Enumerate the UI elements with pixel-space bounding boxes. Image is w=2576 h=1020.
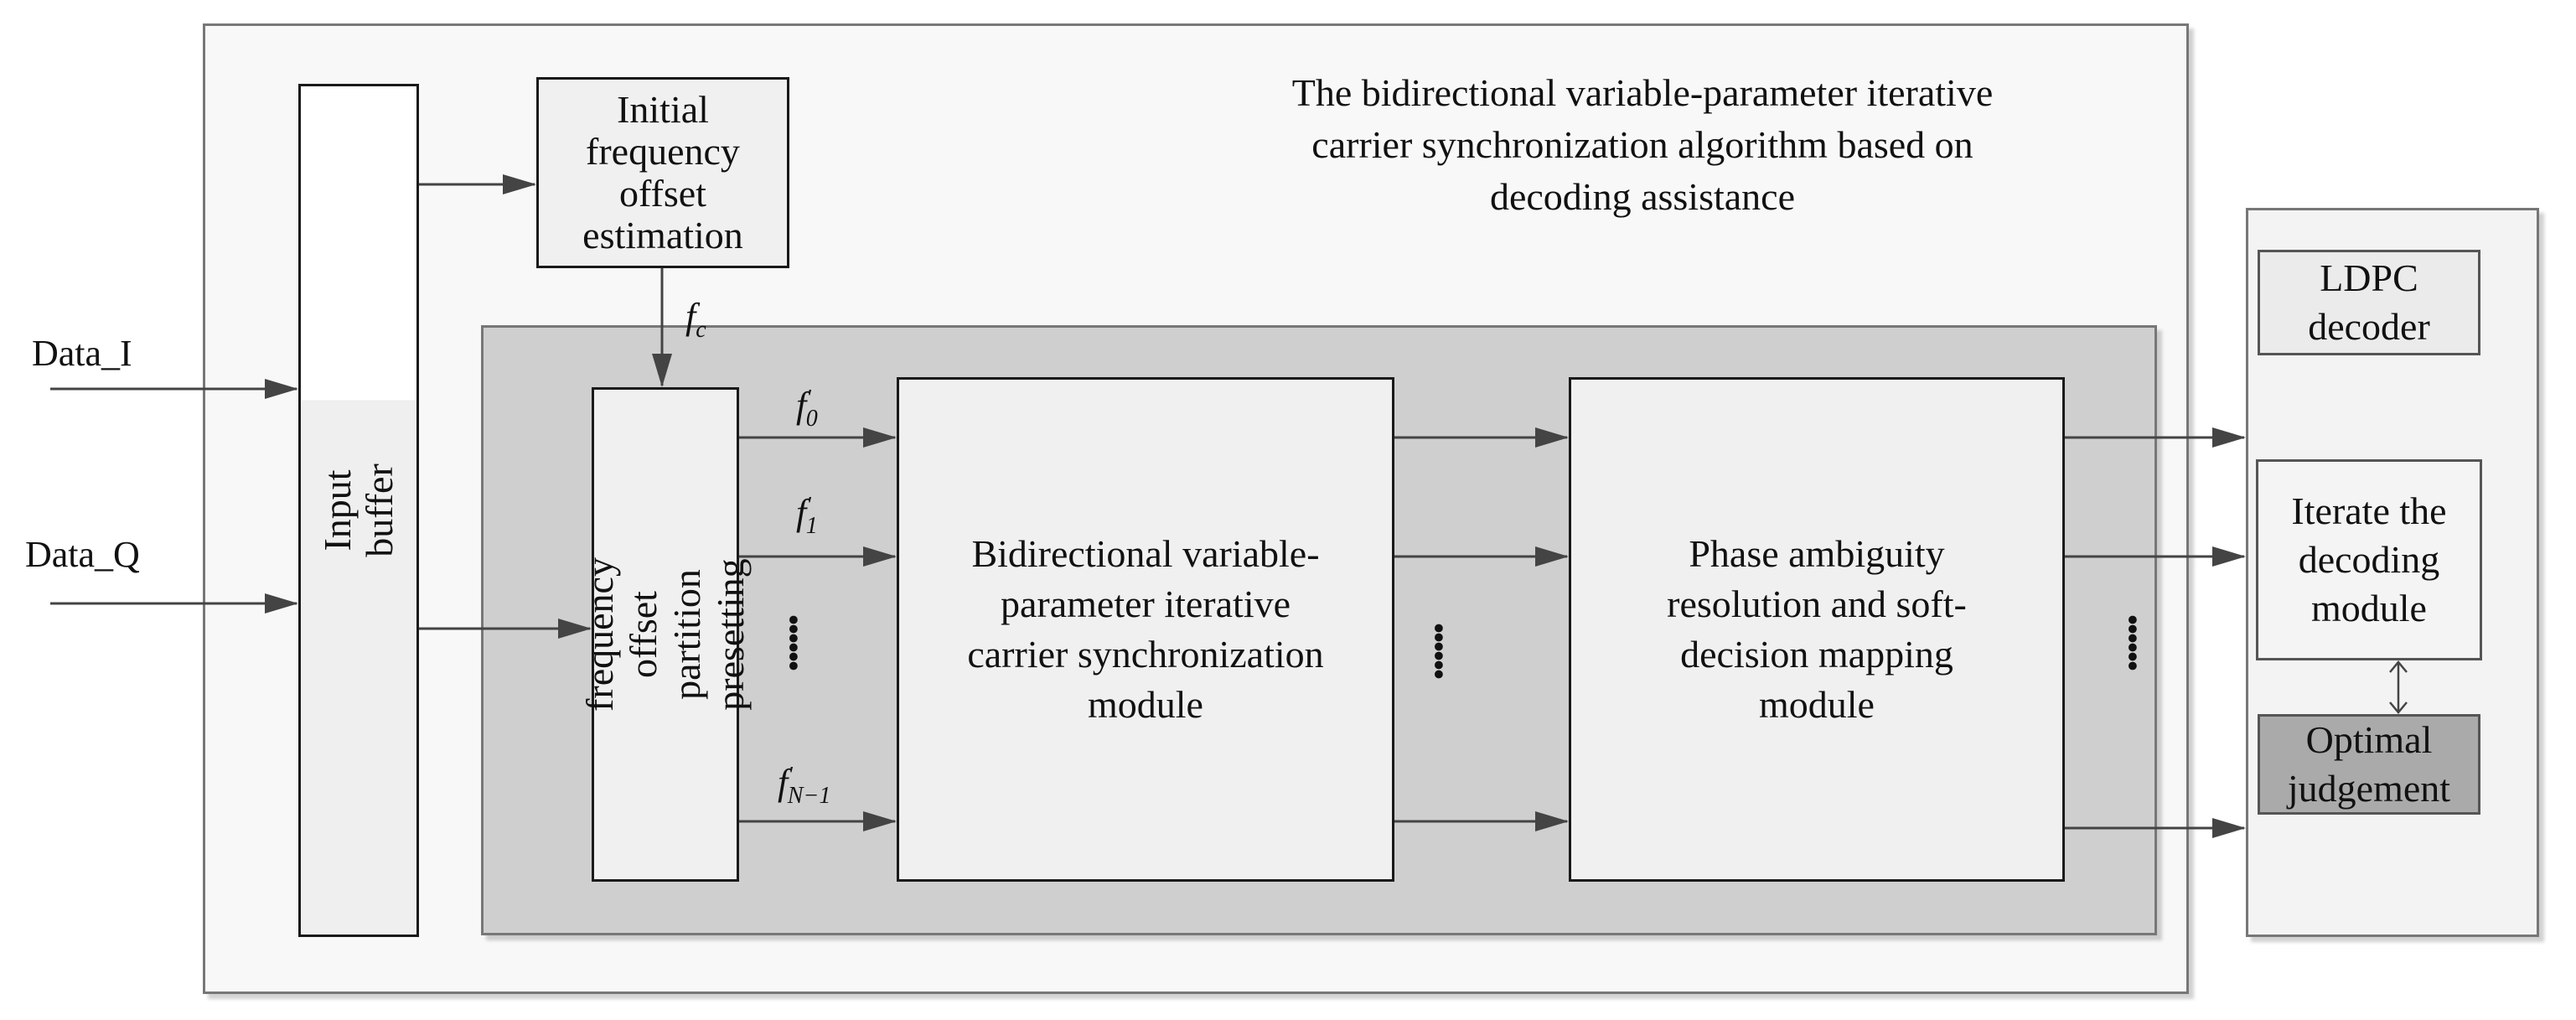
ldpc-decoder-block: LDPC decoder — [2258, 250, 2480, 355]
data-i-label: Data_I — [32, 333, 132, 374]
phase-ambiguity-module-label: Phase ambiguity resolution and soft- dec… — [1667, 532, 1967, 726]
optimal-judgement-block: Optimal judgement — [2258, 714, 2480, 815]
initial-frequency-offset-estimation-block: Initial frequency offset estimation — [536, 77, 789, 268]
bidirectional-sync-module-block: Bidirectional variable- parameter iterat… — [897, 377, 1394, 882]
f0-signal-label: f'0 — [796, 385, 818, 432]
f1-signal-label: f'1 — [796, 492, 818, 539]
algorithm-title: The bidirectional variable-parameter ite… — [1291, 71, 1994, 218]
fn-minus-1-signal-label: f'N−1 — [778, 762, 831, 809]
ldpc-decoder-label: LDPC decoder — [2308, 256, 2430, 348]
iterate-decoding-label: Iterate the decoding module — [2291, 489, 2447, 629]
initial-frequency-offset-estimation-label: Initial frequency offset estimation — [582, 88, 743, 256]
data-q-label: Data_Q — [25, 534, 140, 575]
fc-signal-label: fc — [685, 296, 706, 343]
iterate-decoding-block: Iterate the decoding module — [2256, 459, 2482, 660]
frequency-offset-partition-block: frequency offset partition presetting — [578, 387, 752, 882]
bidirectional-sync-module-label: Bidirectional variable- parameter iterat… — [967, 532, 1324, 726]
iterate-optimal-arrowhead-up — [2389, 660, 2408, 673]
iterate-optimal-arrowhead-down — [2389, 702, 2408, 714]
input-buffer-block: Input buffer — [298, 84, 419, 937]
phase-ambiguity-module-block: Phase ambiguity resolution and soft- dec… — [1569, 377, 2065, 882]
optimal-judgement-label: Optimal judgement — [2287, 718, 2451, 810]
